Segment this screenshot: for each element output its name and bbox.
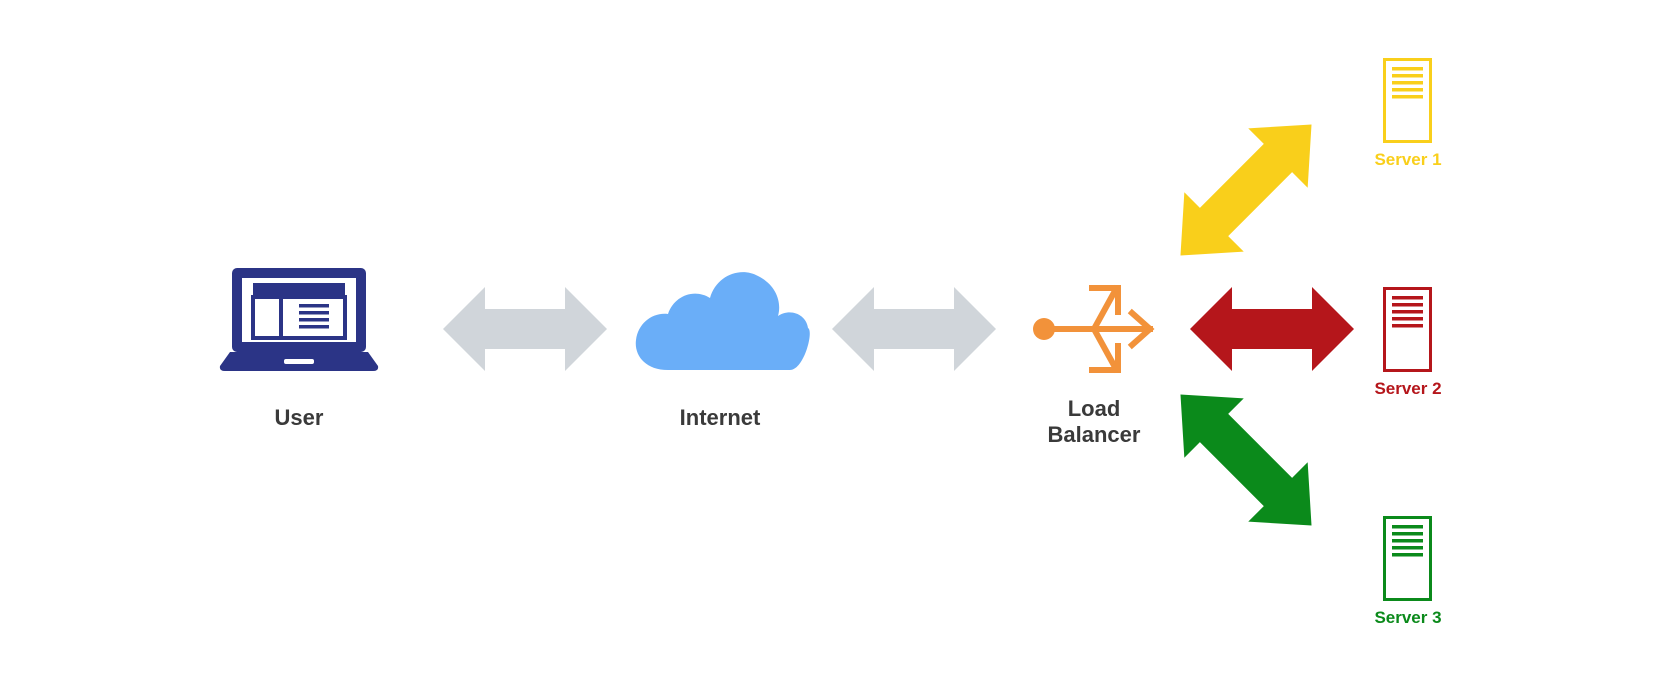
lb-server2-arrow [1190, 287, 1354, 371]
user-internet-arrow [443, 287, 607, 371]
load-balancer-label-line1: Load [1067, 396, 1121, 421]
server-3-icon [1383, 516, 1432, 601]
cloud-icon [635, 272, 810, 370]
user-label: User [274, 405, 324, 430]
server-2-icon [1383, 287, 1432, 372]
lb-server3-arrow [1150, 364, 1342, 556]
server-1-label: Server 1 [1374, 150, 1442, 169]
lb-server1-arrow [1150, 94, 1342, 286]
server-3-label: Server 3 [1374, 608, 1442, 627]
internet-label: Internet [679, 405, 761, 430]
server-1-icon [1383, 58, 1432, 143]
load-balancer-icon [1033, 284, 1155, 374]
server-2-label: Server 2 [1374, 379, 1442, 398]
laptop-icon [219, 268, 379, 371]
load-balancer-label: Load Balancer [1034, 396, 1154, 448]
load-balancer-label-line2: Balancer [1047, 422, 1141, 447]
internet-lb-arrow [832, 287, 996, 371]
